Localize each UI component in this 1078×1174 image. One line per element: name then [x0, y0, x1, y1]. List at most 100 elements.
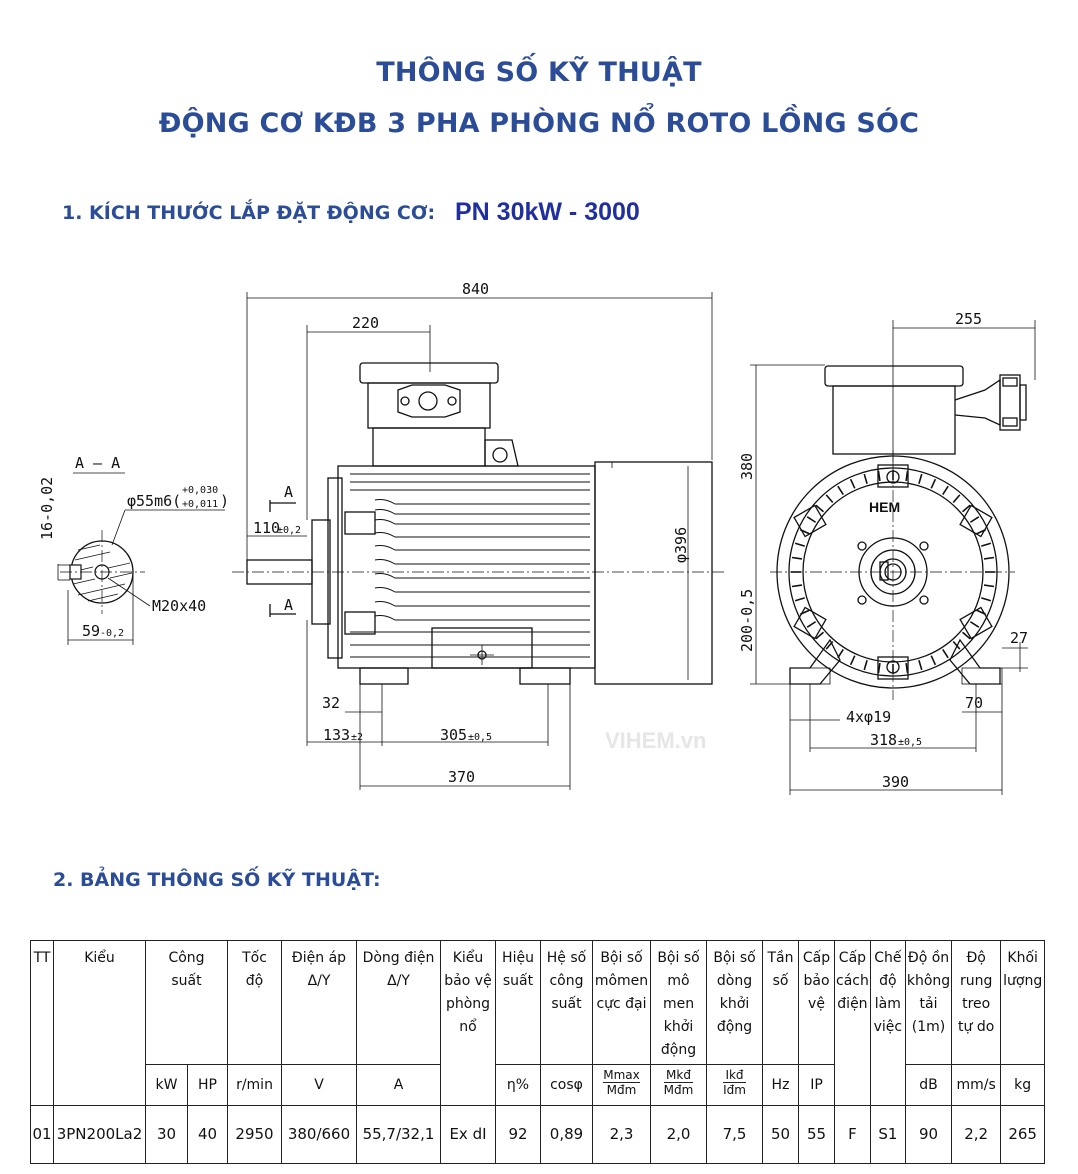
- dim-840: 840: [462, 280, 489, 298]
- front-view: 255 380 200-0,5: [738, 310, 1036, 795]
- cooling-fin: [794, 542, 805, 547]
- unit-v: V: [281, 1064, 357, 1106]
- cooling-fin: [791, 584, 803, 588]
- cell-hz: 50: [762, 1105, 799, 1164]
- section-mark-top: A: [284, 483, 293, 501]
- cell-mkd: 2,0: [650, 1105, 707, 1164]
- cooling-fin: [825, 494, 834, 503]
- cooling-fin: [837, 485, 844, 496]
- watermark: VIHEM.vn: [605, 728, 706, 753]
- cooling-fin: [942, 648, 949, 659]
- cooling-fin: [806, 621, 817, 628]
- side-view: 840 220: [232, 280, 725, 790]
- cell-cos: 0,89: [540, 1105, 593, 1164]
- cooling-fin: [863, 660, 868, 671]
- cell-mmax: 2,3: [592, 1105, 651, 1164]
- section-label: A – A: [75, 454, 120, 472]
- cell-rpm: 2950: [227, 1105, 282, 1164]
- dim-200: 200-0,5: [738, 589, 756, 652]
- unit-kw: kW: [145, 1064, 188, 1106]
- unit-hz: Hz: [762, 1064, 799, 1106]
- header-kieu: Kiểu: [53, 940, 146, 1106]
- dim-380: 380: [738, 453, 756, 480]
- cooling-fin: [930, 478, 937, 489]
- cooling-fin: [918, 660, 923, 671]
- dim-133: 133: [323, 726, 350, 744]
- dim-110: 110: [253, 519, 280, 537]
- dim-27: 27: [1010, 629, 1028, 647]
- cooling-fin: [952, 641, 961, 650]
- dim-59: 59: [82, 622, 100, 640]
- section-a-a-view: A – A φ55m6( +0,030 +0,011 ) M20x40 16-0…: [38, 454, 229, 645]
- cooling-fin: [918, 473, 923, 484]
- shaft-tol-up: +0,030: [182, 485, 218, 496]
- dim-396: φ396: [672, 527, 690, 563]
- cooling-fin: [942, 485, 949, 496]
- brand-logo: HEM: [869, 499, 900, 515]
- section2-heading: 2. BẢNG THÔNG SỐ KỸ THUẬT:: [53, 869, 381, 891]
- dim-70: 70: [965, 694, 983, 712]
- dim-370: 370: [448, 768, 475, 786]
- section-mark-bottom: A: [284, 596, 293, 614]
- cooling-fin: [962, 504, 971, 513]
- unit-eta: η%: [495, 1064, 541, 1106]
- cell-kieu: 3PN200La2: [53, 1105, 146, 1164]
- key-dim: 16-0,02: [38, 477, 56, 540]
- dim-4x19: 4xφ19: [846, 708, 891, 726]
- cell-ex: Ex dI: [440, 1105, 496, 1164]
- cell-weight: 265: [1000, 1105, 1046, 1164]
- dimension-drawing: VIHEM.vn A – A φ55m6( +0,030 +0,011 ) M2…: [38, 280, 1036, 795]
- cell-voltage: 380/660: [281, 1105, 357, 1164]
- page-subtitle: ĐỘNG CƠ KĐB 3 PHA PHÒNG NỔ ROTO LỒNG SÓC: [158, 108, 920, 139]
- dim-305-tol: ±0,5: [468, 732, 492, 743]
- table-row: 01 3PN200La2 30 40 2950 380/660 55,7/32,…: [30, 1105, 1046, 1164]
- cooling-fin: [815, 504, 824, 513]
- dim-133-tol: ±2: [351, 732, 363, 743]
- cell-vibration: 2,2: [951, 1105, 1002, 1164]
- cell-hp: 40: [187, 1105, 228, 1164]
- motor-model: PN 30kW - 3000: [455, 198, 640, 226]
- cooling-fin: [815, 631, 824, 640]
- cooling-fin: [849, 655, 856, 666]
- cooling-fin: [969, 516, 980, 523]
- header-tt: TT: [30, 940, 54, 1106]
- page-title: THÔNG SỐ KỸ THUẬT: [376, 57, 702, 88]
- unit-rpm: r/min: [227, 1064, 282, 1106]
- dim-390: 390: [882, 773, 909, 791]
- unit-a: A: [356, 1064, 441, 1106]
- cooling-fin: [930, 655, 937, 666]
- unit-mms: mm/s: [951, 1064, 1002, 1106]
- cooling-fin: [791, 556, 803, 560]
- cell-noise: 90: [904, 1105, 953, 1164]
- unit-ip: IP: [798, 1064, 835, 1106]
- dim-59-tol: -0,2: [100, 628, 124, 639]
- cell-duty: S1: [869, 1105, 906, 1164]
- cooling-fin: [806, 516, 817, 523]
- cooling-fin: [952, 494, 961, 503]
- cooling-fin: [969, 621, 980, 628]
- dim-110-tol: ±0,2: [277, 525, 301, 536]
- cooling-fin: [877, 662, 881, 674]
- cooling-fin: [962, 631, 971, 640]
- dim-305: 305: [440, 726, 467, 744]
- dim-32: 32: [322, 694, 340, 712]
- cooling-fin: [983, 584, 995, 588]
- cooling-fin: [905, 470, 909, 482]
- shaft-dim: φ55m6(: [127, 492, 181, 510]
- shaft-tol-dn: +0,011: [182, 499, 218, 510]
- cooling-fin: [863, 473, 868, 484]
- cooling-fin: [981, 597, 992, 602]
